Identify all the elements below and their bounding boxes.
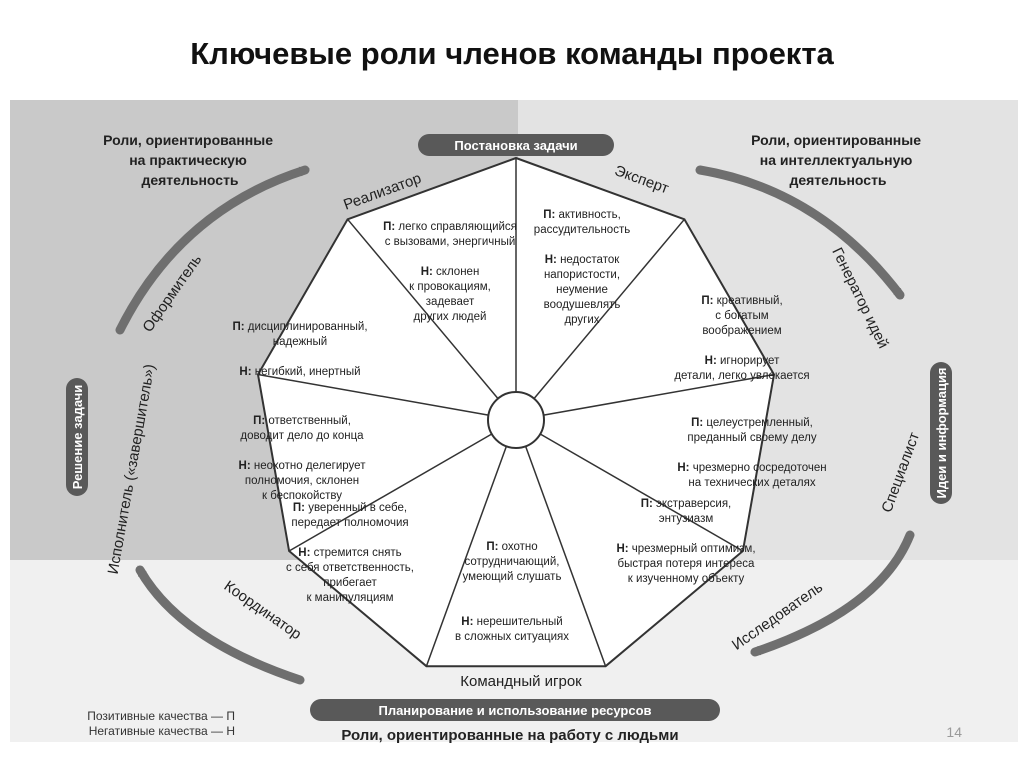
legend-positive: Позитивные качества — П [87,709,235,723]
wheel-spoke [543,373,775,416]
page-title: Ключевые роли членов команды проекта [190,36,834,71]
wheel-hub [487,391,545,449]
wheel-spoke [347,218,499,400]
slide-number: 14 [946,724,962,740]
svg-text:Решение задачи: Решение задачи [70,385,85,490]
quadrant-intellectual-label: Роли, ориентированные на интеллектуальну… [751,132,925,188]
badge-resource-planning: Планирование и использование ресурсов [310,699,720,721]
arrow-bottom-right [750,530,915,657]
legend-negative: Негативные качества — Н [89,724,235,738]
svg-text:Планирование и использование р: Планирование и использование ресурсов [378,703,651,718]
badge-problem-solving: Решение задачи [66,378,88,496]
arrow-top-right [695,165,905,300]
svg-text:Идеи и информация: Идеи и информация [934,367,949,498]
arrow-bottom-left [135,565,305,685]
badge-task-setting: Постановка задачи [418,134,614,156]
badge-ideas-information: Идеи и информация [930,362,952,504]
wheel-spoke [539,433,744,552]
svg-text:Постановка задачи: Постановка задачи [454,138,577,153]
arrow-top-left [115,165,310,335]
role-name-team-player: Командный игрок [460,673,582,690]
wheel-spoke [524,446,607,667]
quadrant-practical-label: Роли, ориентированные на практическую де… [103,132,277,188]
wheel-spoke [533,218,685,400]
role-desc-specialist: П: целеустремленный,преданный своему дел… [677,417,826,489]
wheel-spoke [425,446,508,667]
wheel-spoke [257,373,489,416]
quadrant-people-label: Роли, ориентированные на работу с людьми [341,727,678,744]
wheel-spoke [288,433,493,552]
